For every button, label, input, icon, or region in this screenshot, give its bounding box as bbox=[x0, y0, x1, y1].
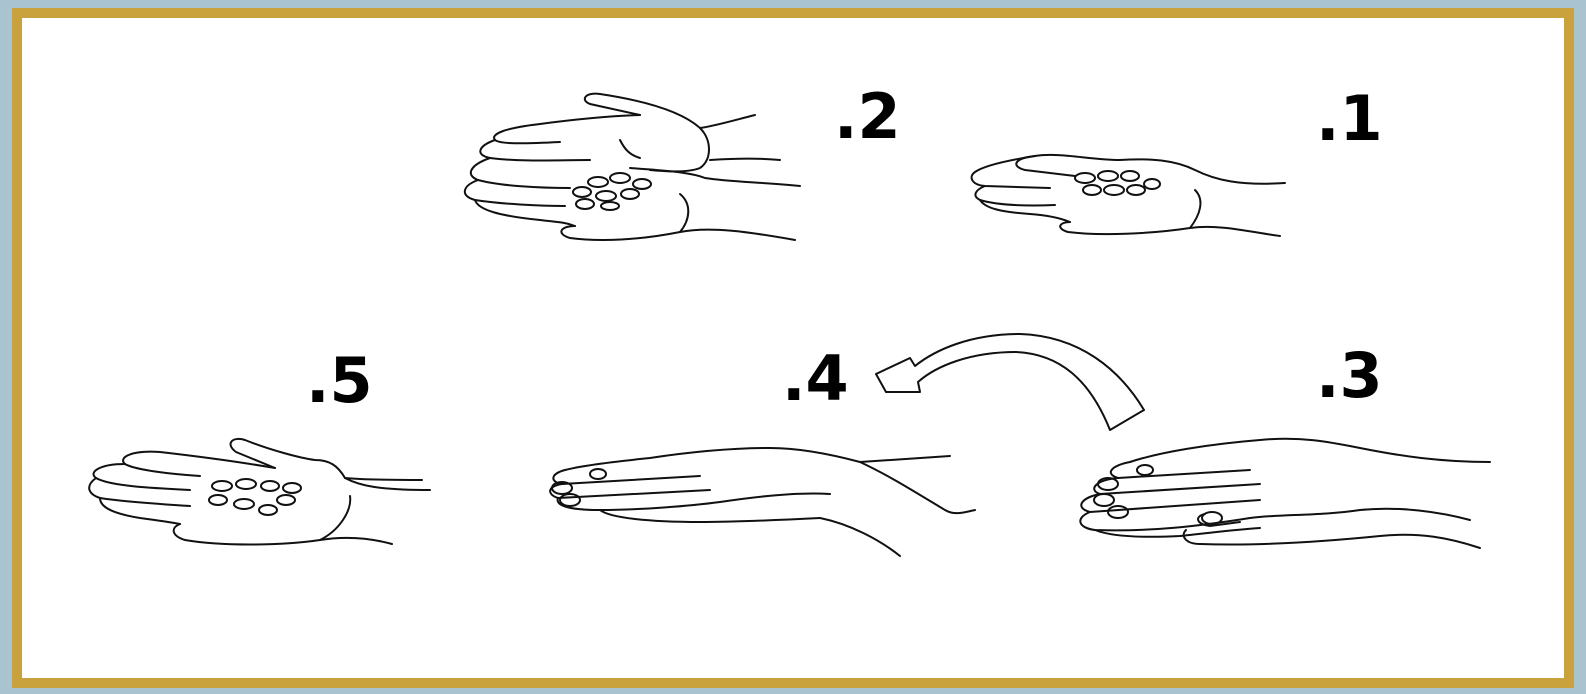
step-2-two-hands bbox=[465, 94, 800, 240]
step-1-seeds bbox=[1075, 171, 1160, 195]
curved-arrow bbox=[876, 334, 1144, 430]
step-2-label: .2 bbox=[834, 86, 901, 148]
step-4-label: .4 bbox=[782, 348, 849, 410]
step-3-label: .3 bbox=[1316, 345, 1383, 407]
step-1-label: .1 bbox=[1316, 88, 1383, 150]
step-2-seeds bbox=[573, 173, 651, 210]
step-5-seeds bbox=[209, 479, 301, 515]
step-5-label: .5 bbox=[306, 350, 373, 412]
step-3-clasped-hands bbox=[1080, 439, 1490, 548]
step-4-covered-hands bbox=[550, 448, 975, 556]
step-1-hand-with-seeds bbox=[972, 155, 1285, 236]
step-5-open-hand bbox=[89, 439, 430, 545]
